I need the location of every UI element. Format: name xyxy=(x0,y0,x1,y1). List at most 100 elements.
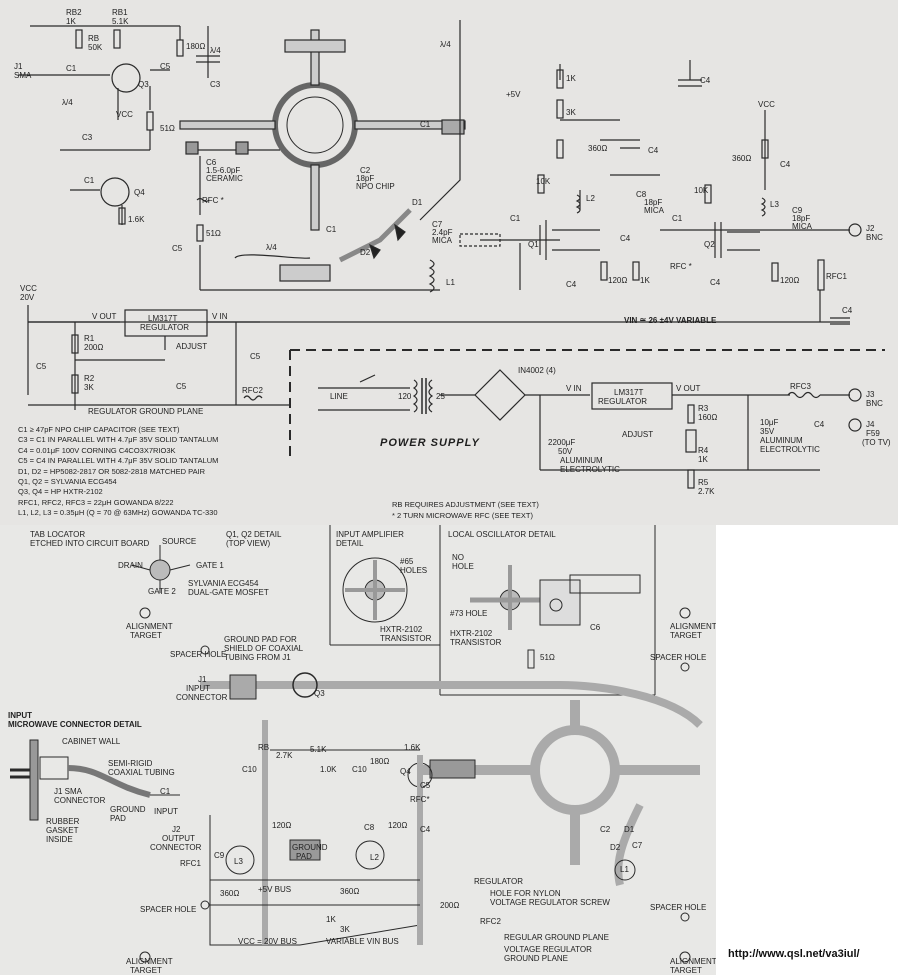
hole-nylon-label: HOLE FOR NYLON xyxy=(490,889,561,898)
vreg-gnd-label-2: GROUND PLANE xyxy=(504,954,569,963)
r1-value: 200Ω xyxy=(84,343,104,352)
alignment-label-4: ALIGNMENT xyxy=(670,957,716,966)
regulator-label: REGULATOR xyxy=(140,323,190,332)
c4-label-8: C4 xyxy=(814,420,825,429)
c7-value: 2.4pF xyxy=(432,228,453,237)
holes65-label: #65 xyxy=(400,557,414,566)
c8-label: C8 xyxy=(636,190,647,199)
d1-layout-label: D1 xyxy=(624,825,635,834)
c2200-label: 2200μF xyxy=(548,438,576,447)
d1-label: D1 xyxy=(412,198,423,207)
rb2-value: 1K xyxy=(66,17,76,26)
r360-layout-label-2: 360Ω xyxy=(340,887,360,896)
cabinet-wall-label: CABINET WALL xyxy=(62,737,121,746)
t25-label: 25 xyxy=(436,392,445,401)
connector-layout-label: CONNECTOR xyxy=(176,693,228,702)
j3-bnc-label: BNC xyxy=(866,399,883,408)
c4-label: C4 xyxy=(648,146,659,155)
c2200-type2: ELECTROLYTIC xyxy=(560,465,620,474)
pcb-layout-drawing xyxy=(10,525,703,963)
rfc3-label: RFC3 xyxy=(790,382,811,391)
r10k-label-2: 10K xyxy=(694,186,709,195)
spacer-hole-label-4: SPACER HOLE xyxy=(140,905,197,914)
sylvania-label: SYLVANIA ECG454 xyxy=(188,579,259,588)
sma-connector-label: CONNECTOR xyxy=(54,796,106,805)
hole73-label: #73 HOLE xyxy=(450,609,488,618)
ground-pad-label-3: TUBING FROM J1 xyxy=(224,653,291,662)
c8-value: 18pF xyxy=(644,198,663,207)
r360-label: 360Ω xyxy=(588,144,608,153)
c10-layout-label-2: C10 xyxy=(242,765,257,774)
c2-label: C2 xyxy=(360,166,371,175)
target-label: TARGET xyxy=(130,631,162,640)
q12-detail-title: Q1, Q2 DETAIL xyxy=(226,530,282,539)
c3-label-2: C3 xyxy=(82,133,93,142)
rubber-label: RUBBER xyxy=(46,817,80,826)
vin-label: V IN xyxy=(212,312,228,321)
rb1-value: 5.1K xyxy=(112,17,129,26)
r16k-layout-label: 1.6K xyxy=(404,743,421,752)
input-layout-label: INPUT xyxy=(186,684,210,693)
r120-layout-label: 120Ω xyxy=(272,821,292,830)
c5-label-5: C5 xyxy=(250,352,261,361)
vcc-label-2: VCC xyxy=(758,100,775,109)
q4-label: Q4 xyxy=(134,188,145,197)
transistor-label: TRANSISTOR xyxy=(380,634,432,643)
hxtr2-label: HXTR-2102 xyxy=(450,629,493,638)
spacer-hole-label: SPACER HOLE xyxy=(170,650,227,659)
j1-sma-layout-label: J1 SMA xyxy=(54,787,83,796)
c5-layout-label: C5 xyxy=(420,781,431,790)
c4-label-6: C4 xyxy=(780,160,791,169)
regulator-layout-label: REGULATOR xyxy=(474,877,524,886)
lm317t-label: LM317T xyxy=(148,314,178,323)
r2-value: 3K xyxy=(84,383,94,392)
c2-type: NPO CHIP xyxy=(356,182,395,191)
c6-type: CERAMIC xyxy=(206,174,243,183)
c5-label-3: C5 xyxy=(36,362,47,371)
vin-label-2: V IN xyxy=(566,384,582,393)
c9-value: 18pF xyxy=(792,214,811,223)
c10uf-voltage: 35V xyxy=(760,427,775,436)
rb1-label: RB1 xyxy=(112,8,128,17)
j1-layout-label: J1 xyxy=(198,675,207,684)
ground-label: GROUND xyxy=(110,805,146,814)
tab-locator-label: TAB LOCATOR xyxy=(30,530,86,539)
gate1-label: GATE 1 xyxy=(196,561,224,570)
c4-layout-label: C4 xyxy=(420,825,431,834)
c4-label-4: C4 xyxy=(710,278,721,287)
gate2-label: GATE 2 xyxy=(148,587,176,596)
d2-layout-label: D2 xyxy=(610,843,621,852)
rb-label: RB xyxy=(88,34,100,43)
rfc2-label: RFC2 xyxy=(242,386,263,395)
q3-label: Q3 xyxy=(138,80,149,89)
j2-bnc-label: BNC xyxy=(866,233,883,242)
rfc1-label: RFC1 xyxy=(826,272,847,281)
r4-label: R4 xyxy=(698,446,709,455)
spacer-hole-label-2: SPACER HOLE xyxy=(650,653,707,662)
l3-label: L3 xyxy=(770,200,779,209)
rfc-star-label: RFC * xyxy=(202,196,224,205)
j3-label: J3 xyxy=(866,390,875,399)
c8-layout-label: C8 xyxy=(364,823,375,832)
r3-label: R3 xyxy=(698,404,709,413)
c1-label-6: C1 xyxy=(672,214,683,223)
source-url[interactable]: http://www.qsl.net/va3iul/ xyxy=(728,948,860,960)
r1k-layout-label: 1K xyxy=(326,915,336,924)
target-label-4: TARGET xyxy=(670,966,702,975)
c6-layout-label: C6 xyxy=(590,623,601,632)
reg-ground-plane-label: REGULATOR GROUND PLANE xyxy=(88,407,204,416)
r51-layout-label: 51Ω xyxy=(540,653,555,662)
lm317t-label-2: LM317T xyxy=(614,388,644,397)
j1-sma-label: SMA xyxy=(14,71,32,80)
r1k-label: 1K xyxy=(566,74,576,83)
target-label-2: TARGET xyxy=(670,631,702,640)
mw-detail-title: MICROWAVE CONNECTOR DETAIL xyxy=(8,720,142,729)
vout-label: V OUT xyxy=(92,312,117,321)
alignment-label-3: ALIGNMENT xyxy=(126,957,173,966)
ground-pad-label-2: SHIELD OF COAXIAL xyxy=(224,644,304,653)
legend-line: C3 = C1 IN PARALLEL WITH 4.7μF 35V SOLID… xyxy=(18,435,219,445)
l1-layout-label: L1 xyxy=(620,865,629,874)
hole-nylon-label-2: VOLTAGE REGULATOR SCREW xyxy=(490,898,610,907)
c7-label: C7 xyxy=(432,220,443,229)
rfc1-layout-label: RFC1 xyxy=(180,859,201,868)
